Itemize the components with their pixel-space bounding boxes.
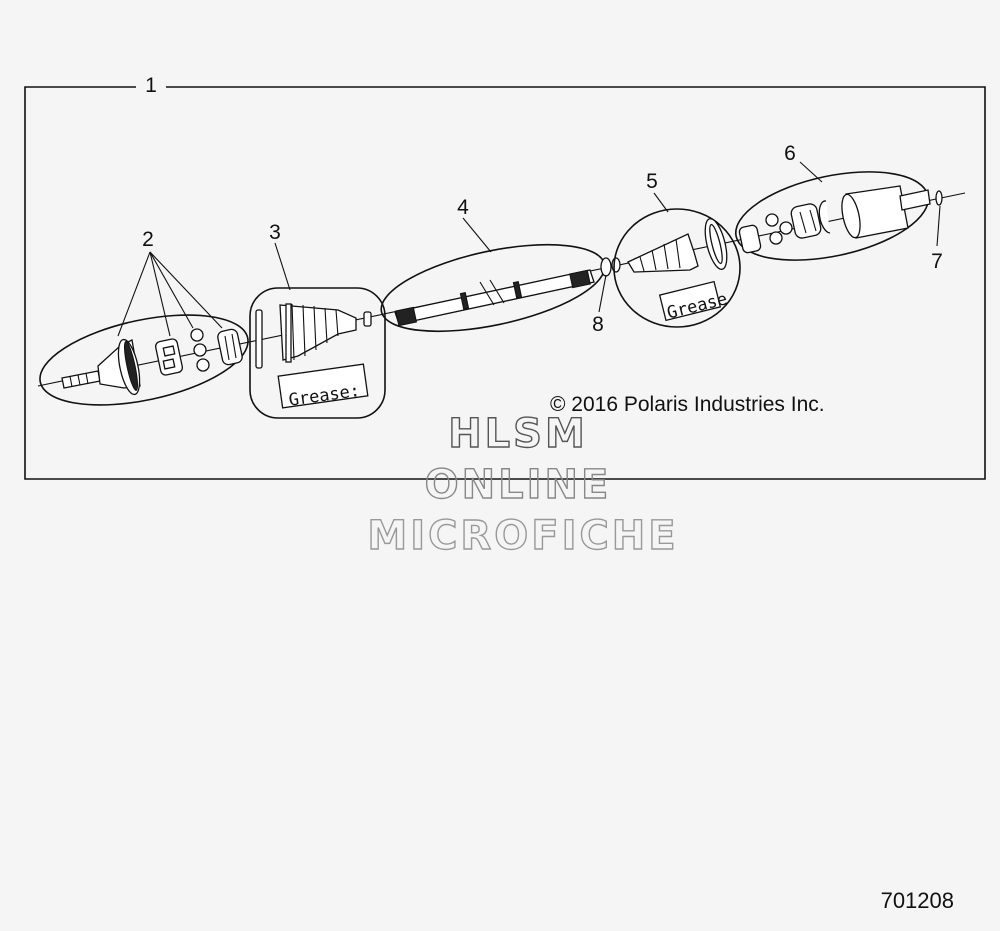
part-group-3[interactable]: Grease: 3: [249, 221, 386, 419]
callout-5[interactable]: 5: [646, 170, 658, 193]
watermark-line-3: MICROFICHE: [367, 513, 678, 559]
watermark: HLSM ONLINE MICROFICHE: [367, 410, 678, 559]
part-group-2[interactable]: 2: [32, 228, 256, 421]
callout-3[interactable]: 3: [269, 221, 281, 244]
assembly-frame: 1: [24, 74, 986, 480]
watermark-line-1: HLSM: [448, 411, 588, 457]
callout-6[interactable]: 6: [784, 142, 796, 165]
callout-8[interactable]: 8: [592, 313, 604, 336]
reference-number: 701208: [881, 888, 954, 913]
callout-7[interactable]: 7: [931, 250, 943, 273]
part-group-6[interactable]: 6 7: [728, 142, 943, 276]
part-group-4[interactable]: 4: [374, 196, 612, 348]
copyright-text: © 2016 Polaris Industries Inc.: [550, 393, 825, 416]
callout-4[interactable]: 4: [457, 196, 469, 219]
part-group-5[interactable]: Grease 5: [613, 170, 741, 328]
callout-1[interactable]: 1: [145, 74, 157, 97]
callout-2[interactable]: 2: [142, 228, 154, 251]
watermark-line-2: ONLINE: [425, 462, 612, 508]
